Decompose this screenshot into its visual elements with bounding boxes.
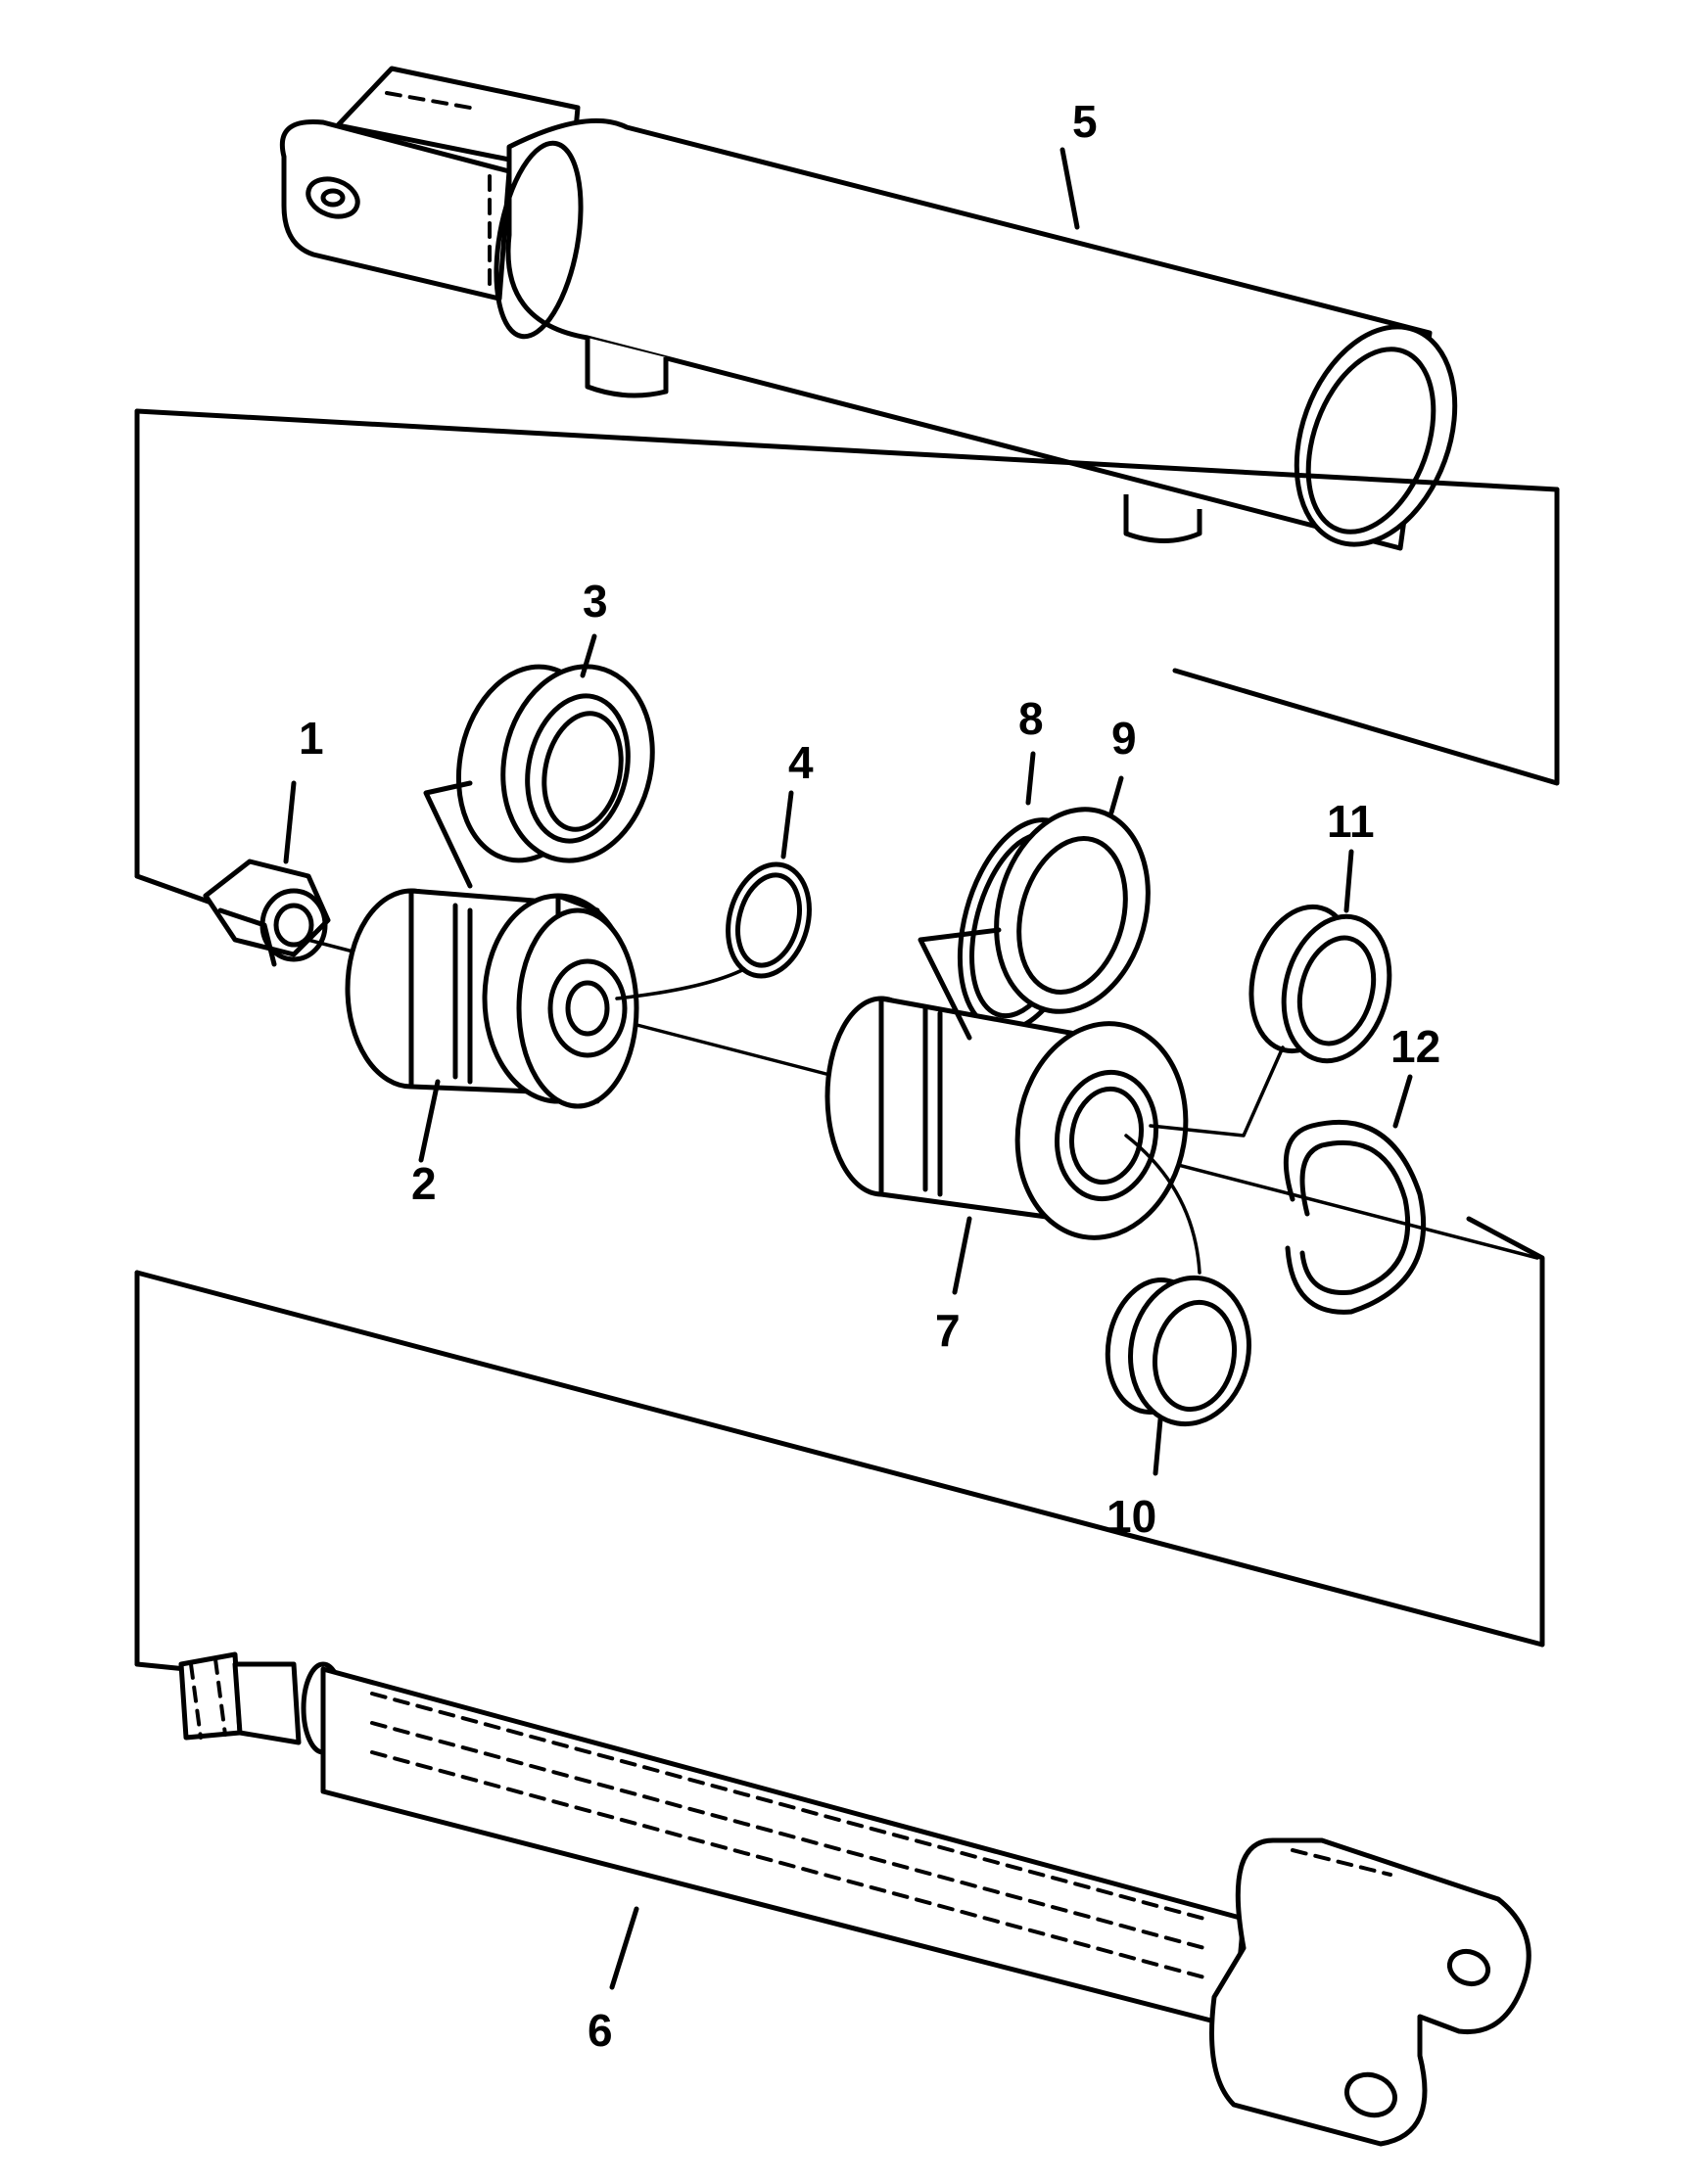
callouts: 1 2 3 4 5 6 7 8 9 10 11 12 [299, 96, 1440, 2056]
cylinder-barrel [280, 66, 1458, 551]
hex-nut [203, 780, 331, 967]
callout-5: 5 [1072, 96, 1098, 147]
callout-10: 10 [1106, 1491, 1156, 1542]
callout-3: 3 [583, 576, 608, 627]
piston-seal [423, 633, 655, 889]
exploded-view-frame-lower [134, 1216, 1545, 1672]
o-ring [615, 790, 812, 1000]
gland [824, 927, 1189, 1295]
callout-8: 8 [1018, 693, 1044, 744]
snap-ring [1283, 1074, 1427, 1315]
callout-11: 11 [1327, 796, 1375, 847]
callout-9: 9 [1111, 713, 1137, 764]
exploded-view-frame-upper [134, 408, 1560, 928]
rod-seal [957, 751, 1151, 1033]
piston-rod [178, 1651, 1531, 2147]
callout-7: 7 [935, 1305, 961, 1356]
callout-6: 6 [588, 2005, 613, 2056]
callout-2: 2 [411, 1158, 437, 1209]
wiper-seal [1149, 849, 1392, 1138]
callout-4: 4 [788, 737, 814, 788]
callout-1: 1 [299, 713, 324, 764]
callout-12: 12 [1390, 1021, 1440, 1072]
rod-bushing [1105, 1134, 1252, 1476]
piston [345, 888, 639, 1163]
